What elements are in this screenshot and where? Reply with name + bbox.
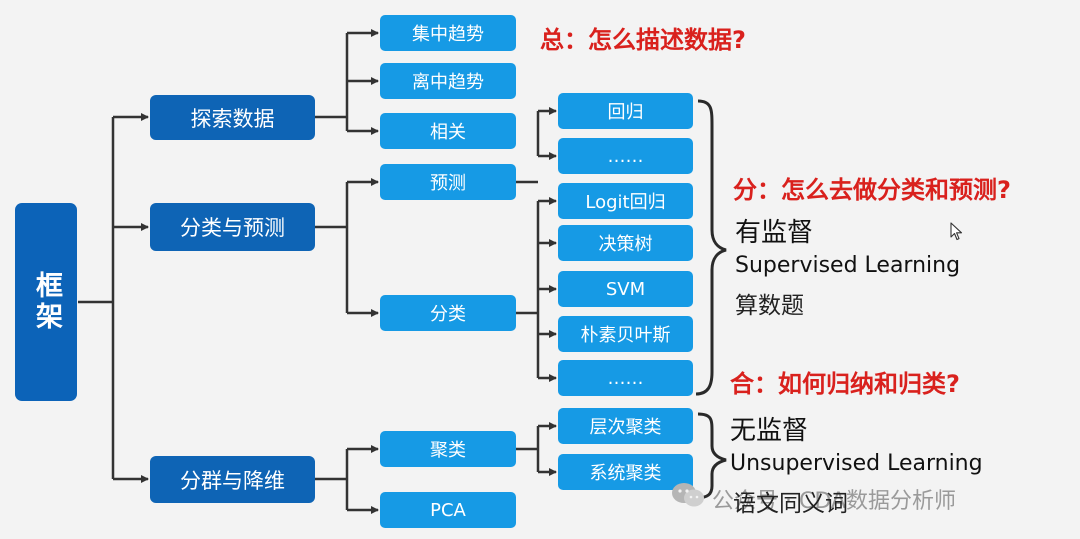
predict-more-label: …… — [607, 145, 644, 167]
root-node: 框架 — [15, 203, 77, 401]
pca-label: PCA — [430, 499, 466, 521]
method-decision-tree: 决策树 — [558, 225, 693, 261]
naive-bayes-label: 朴素贝叶斯 — [580, 325, 671, 346]
classification-label: 分类 — [430, 304, 466, 325]
method-systematic-clustering: 系统聚类 — [558, 454, 693, 490]
regression-label: 回归 — [607, 102, 644, 123]
branch-cluster-label: 分群与降维 — [180, 468, 285, 493]
systematic-clustering-label: 系统聚类 — [589, 463, 662, 484]
unsupervised-en-label: Unsupervised Learning — [730, 451, 983, 476]
prediction-label: 预测 — [430, 173, 466, 194]
method-svm: SVM — [558, 271, 693, 307]
hierarchical-clustering-label: 层次聚类 — [589, 417, 662, 438]
dispersion-label: 离中趋势 — [412, 72, 484, 93]
unsupervised-alias-label: 语文同义词 — [733, 491, 848, 517]
node-correlation: 相关 — [380, 113, 516, 149]
supervised-cn-label: 有监督 — [735, 218, 814, 248]
supervised-brace — [695, 99, 727, 396]
method-naive-bayes: 朴素贝叶斯 — [558, 316, 693, 352]
clustering-label: 聚类 — [430, 440, 466, 461]
watermark-text: 公众号 · CDA数据分析师 — [712, 489, 956, 514]
node-dispersion: 离中趋势 — [380, 63, 516, 99]
node-clustering: 聚类 — [380, 431, 516, 467]
supervised-alias-label: 算数题 — [735, 293, 804, 319]
heading-describe-data: 总：怎么描述数据? — [540, 26, 746, 54]
unsupervised-brace — [695, 412, 727, 500]
wechat-icon — [672, 483, 704, 507]
central-tendency-label: 集中趋势 — [412, 24, 484, 45]
mouse-cursor-icon — [950, 222, 963, 241]
svm-label: SVM — [605, 278, 646, 300]
node-prediction: 预测 — [380, 164, 516, 200]
logit-label: Logit回归 — [585, 192, 666, 213]
heading-induce-group: 合：如何归纳和归类? — [730, 370, 960, 398]
branch-explore-label: 探索数据 — [190, 106, 275, 131]
method-predict-more: …… — [558, 138, 693, 174]
decision-tree-label: 决策树 — [598, 234, 653, 255]
unsupervised-cn-label: 无监督 — [730, 416, 809, 446]
classify-more-label: …… — [607, 367, 644, 389]
branch-classify-label: 分类与预测 — [180, 216, 285, 240]
branch-cluster-reduce: 分群与降维 — [150, 456, 315, 503]
method-classify-more: …… — [558, 360, 693, 396]
heading-classify-predict: 分：怎么去做分类和预测? — [733, 176, 1011, 204]
node-pca: PCA — [380, 492, 516, 528]
method-hierarchical-clustering: 层次聚类 — [558, 408, 693, 444]
root-label: 框架 — [31, 271, 62, 333]
node-classification: 分类 — [380, 295, 516, 331]
branch-explore-data: 探索数据 — [150, 95, 315, 140]
method-logit: Logit回归 — [558, 183, 693, 219]
branch-classify-predict: 分类与预测 — [150, 203, 315, 251]
supervised-en-label: Supervised Learning — [735, 253, 961, 278]
node-central-tendency: 集中趋势 — [380, 15, 516, 51]
method-regression: 回归 — [558, 93, 693, 129]
correlation-label: 相关 — [430, 122, 466, 143]
